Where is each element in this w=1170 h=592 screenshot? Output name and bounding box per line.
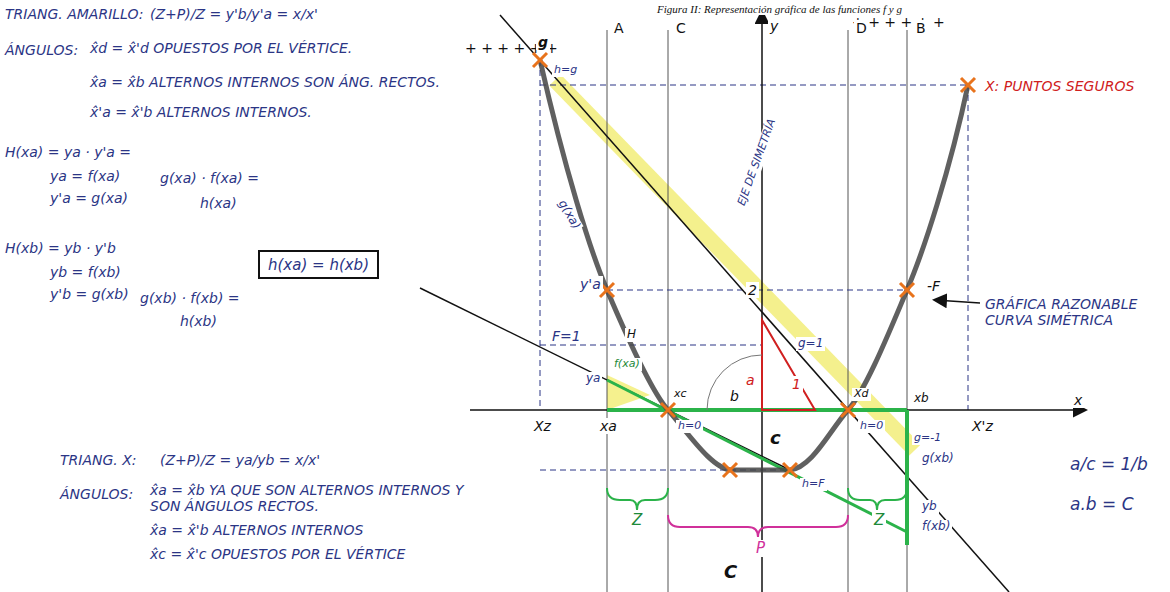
formula-note: y'b = g(xb) [50, 286, 129, 302]
region-letter: C [674, 20, 688, 36]
heading-note: TRIANG. AMARILLO: [5, 6, 143, 22]
axis-label: x [1072, 392, 1084, 408]
tick-label: xc [672, 388, 689, 401]
side-label: c [768, 428, 783, 449]
bracket-label: Z [872, 512, 886, 529]
point-label: h=g [552, 64, 579, 77]
formula-note: H(xb) = yb · y'b [5, 240, 116, 256]
point-label: -F [925, 278, 942, 294]
formula-note: ya = f(xa) [50, 168, 120, 184]
formula-note: yb = f(xb) [50, 264, 121, 280]
tick-label: 2 [746, 282, 759, 298]
segment-label: ya [584, 372, 602, 386]
note-text: GRÁFICA RAZONABLE CURVA SIMÉTRICA [985, 296, 1160, 328]
formula-note: a/c = 1/b [1070, 455, 1148, 475]
segment-label: f(xa) [612, 358, 642, 371]
tick-label: Xd [852, 388, 871, 401]
side-label: a [744, 372, 757, 388]
equation-text: h(xa) = h(xb) [268, 256, 369, 274]
ratio-note: (Z+P)/Z = y'b/y'a = x/x' [150, 6, 318, 22]
formula-note: y'a = g(xa) [50, 190, 128, 206]
angle-note: x̂a = x̂'b ALTERNOS INTERNOS [150, 522, 363, 538]
point-label: h=F [800, 478, 827, 491]
figure-title: Figura II: Representación gráfica de las… [655, 3, 904, 15]
tick-label: X'z [970, 418, 995, 434]
segment-label: yb [920, 500, 939, 514]
point-label: h=0 [858, 420, 885, 433]
angle-note: x̂a = x̂b ALTERNOS INTERNOS SON ÁNG. REC… [90, 74, 440, 90]
ratio-note: (Z+P)/Z = ya/yb = x/x' [160, 452, 320, 468]
region-letter: B [914, 20, 928, 36]
formula-note: h(xb) [180, 313, 217, 329]
angle-note: x̂c = x̂'c OPUESTOS POR EL VÉRTICE [150, 546, 405, 562]
tick-label: xb [912, 392, 931, 406]
point-label: h=0 [676, 420, 703, 433]
axis-label: y [768, 18, 780, 34]
boxed-equation: h(xa) = h(xb) [258, 250, 379, 279]
bracket-label: P [754, 540, 767, 557]
region-letter: D [854, 20, 869, 36]
tick-label: xa [598, 418, 619, 434]
point-label: C [722, 562, 739, 583]
side-label: b [728, 388, 741, 404]
note-text: X: PUNTOS SEGUROS [985, 78, 1134, 94]
segment-label: g(xb) [920, 452, 956, 466]
heading-note: ÁNGULOS: [60, 486, 133, 502]
angle-note: x̂'a = x̂'b ALTERNOS INTERNOS. [90, 104, 312, 120]
formula-note: H(xa) = ya · y'a = [5, 144, 131, 160]
axis-note: EJE DE SIMETRÍA [735, 115, 779, 209]
point-label: g=1 [796, 337, 825, 351]
tick-label: Xz [532, 418, 553, 434]
segment-label: y'a [578, 276, 603, 292]
formula-note: a.b = C [1070, 495, 1134, 515]
formula-note: g(xb) · f(xb) = [140, 290, 240, 306]
formula-note: h(xa) [200, 195, 237, 211]
formula-note: g(xa) · f(xa) = [160, 170, 259, 186]
angle-note: x̂d = x̂'d OPUESTOS POR EL VÉRTICE. [90, 40, 352, 56]
segment-label: g(xa) [554, 196, 584, 234]
segment-label: f(xb) [920, 520, 952, 534]
point-label: g=-1 [912, 432, 943, 445]
side-label: 1 [790, 376, 803, 392]
curve-label: g [536, 34, 550, 50]
angle-note: x̂a = x̂b YA QUE SON ALTERNOS INTERNOS Y… [150, 482, 470, 514]
heading-note: ÁNGULOS: [5, 42, 78, 58]
segment-label: H [625, 328, 638, 342]
heading-note: TRIANG. X: [60, 452, 137, 468]
region-letter: A [612, 20, 626, 36]
point-label: F=1 [550, 328, 583, 344]
bracket-label: Z [630, 512, 644, 529]
